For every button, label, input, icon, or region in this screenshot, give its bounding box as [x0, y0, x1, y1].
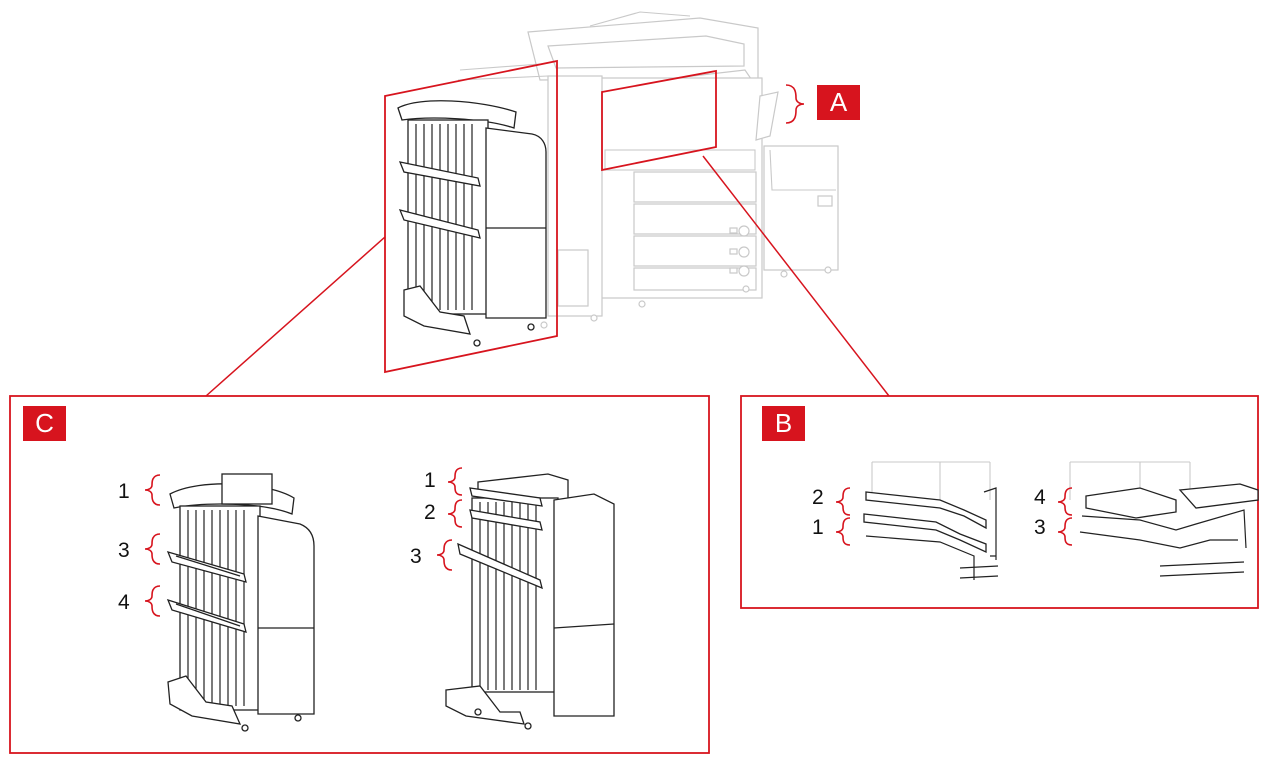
tray-detail-right — [1069, 461, 1259, 577]
finisher-left-label-3: 3 — [118, 539, 130, 562]
brace-right-2 — [447, 499, 463, 528]
brace-left-3 — [144, 533, 161, 565]
badge-b — [762, 406, 805, 441]
finisher-left-label-4: 4 — [118, 591, 130, 614]
brace-b-right-4 — [1057, 487, 1073, 516]
tray-left-label-2: 2 — [812, 486, 824, 509]
badge-c — [23, 406, 66, 441]
leader-line-c — [205, 236, 386, 397]
tray-highlight-frame — [601, 69, 717, 172]
leader-line-b — [702, 155, 890, 397]
finisher-right-label-3: 3 — [410, 545, 422, 568]
brace-left-4 — [144, 585, 161, 617]
tray-right-label-4: 4 — [1034, 486, 1046, 509]
finisher-highlight-frame — [384, 59, 558, 374]
finisher-right-illustration — [445, 473, 615, 730]
brace-b-left-1 — [835, 517, 851, 546]
badge-b-label: B — [775, 408, 792, 438]
badge-a-label: A — [830, 87, 848, 117]
finisher-left-illustration — [166, 473, 315, 732]
brace-a — [785, 84, 805, 124]
tray-right-label-3: 3 — [1034, 516, 1046, 539]
brace-right-1 — [447, 467, 463, 496]
finisher-left-label-1: 1 — [118, 480, 130, 503]
finisher-right-label-2: 2 — [424, 501, 436, 524]
brace-b-right-3 — [1057, 517, 1073, 546]
brace-right-3 — [436, 539, 453, 571]
brace-b-left-2 — [835, 487, 851, 516]
finisher-right-label-1: 1 — [424, 469, 436, 492]
badge-c-label: C — [35, 408, 54, 438]
panel-c-frame — [9, 395, 710, 754]
brace-left-1 — [144, 474, 161, 506]
main-printer-illustration — [457, 11, 839, 329]
badge-a — [817, 85, 860, 120]
tray-left-label-1: 1 — [812, 516, 824, 539]
panel-b-frame — [740, 395, 1259, 609]
tray-detail-left — [863, 461, 999, 580]
finisher-main-illustration — [397, 100, 547, 347]
